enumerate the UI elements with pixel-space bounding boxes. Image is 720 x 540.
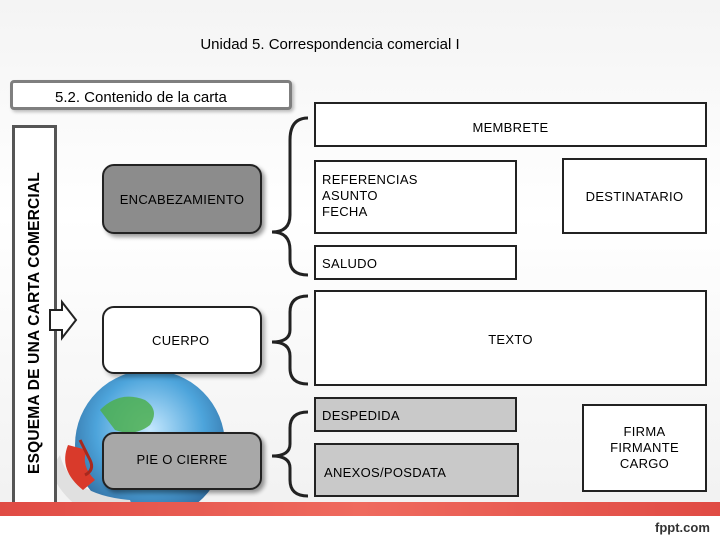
anexos-box: ANEXOS/POSDATA: [314, 443, 519, 497]
cuerpo-label: CUERPO: [152, 332, 210, 348]
pie-label: PIE O CIERRE: [136, 452, 228, 467]
firmante-line: FIRMANTE: [610, 440, 679, 455]
encabezamiento-box: ENCABEZAMIENTO: [102, 164, 262, 234]
membrete-box: MEMBRETE: [314, 102, 707, 147]
asunto-line: ASUNTO: [322, 188, 378, 203]
destinatario-box: DESTINATARIO: [562, 158, 707, 234]
referencias-line: REFERENCIAS: [322, 172, 418, 187]
membrete-label: MEMBRETE: [472, 120, 549, 135]
section-title: 5.2. Contenido de la carta: [10, 80, 292, 110]
page-header-title: Unidad 5. Correspondencia comercial I: [200, 36, 460, 53]
referencias-box: REFERENCIAS ASUNTO FECHA: [314, 160, 517, 234]
pie-box: PIE O CIERRE: [102, 432, 262, 490]
bracket-encabezamiento: [271, 116, 309, 277]
cuerpo-box: CUERPO: [102, 306, 262, 374]
bracket-pie: [271, 410, 309, 498]
cargo-line: CARGO: [619, 456, 670, 471]
firma-box: FIRMA FIRMANTE CARGO: [582, 404, 707, 492]
texto-label: TEXTO: [488, 332, 533, 347]
fppt-logo: fppt.com: [655, 520, 710, 535]
arrow-right-icon: [49, 299, 78, 341]
despedida-box: DESPEDIDA: [314, 397, 517, 432]
firma-line: FIRMA: [623, 424, 666, 439]
bracket-cuerpo: [271, 294, 309, 386]
footer-strip: [0, 516, 720, 540]
despedida-label: DESPEDIDA: [322, 408, 400, 423]
texto-box: TEXTO: [314, 290, 707, 386]
encabezamiento-label: ENCABEZAMIENTO: [119, 191, 245, 207]
saludo-box: SALUDO: [314, 245, 517, 280]
footer-accent-bar: [0, 502, 720, 516]
saludo-label: SALUDO: [322, 256, 378, 271]
fecha-line: FECHA: [322, 204, 368, 219]
destinatario-label: DESTINATARIO: [585, 188, 684, 204]
anexos-label: ANEXOS/POSDATA: [324, 465, 447, 480]
